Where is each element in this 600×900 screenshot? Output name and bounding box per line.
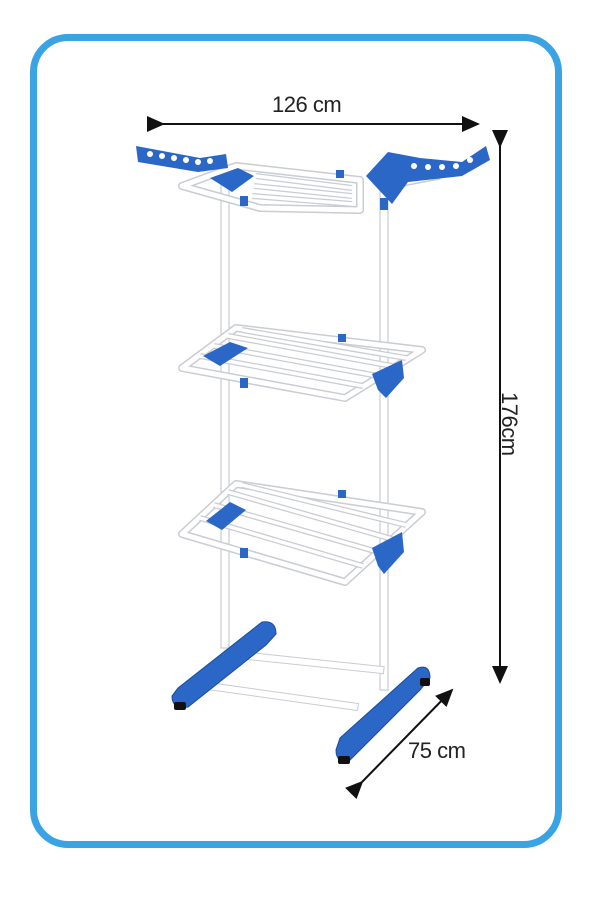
height-dimension-label: 176cm [497, 392, 522, 456]
depth-dimension-label: 75 cm [408, 738, 466, 763]
tier-middle [178, 324, 426, 402]
tier-top [136, 146, 490, 214]
tier-bottom [178, 480, 426, 586]
right-wing-arm [366, 146, 490, 204]
left-wing-arm [136, 146, 228, 172]
width-dimension-label: 126 cm [272, 92, 342, 117]
rack-poles [220, 177, 389, 691]
rack-base [171, 621, 431, 764]
depth-arrow [345, 688, 454, 800]
